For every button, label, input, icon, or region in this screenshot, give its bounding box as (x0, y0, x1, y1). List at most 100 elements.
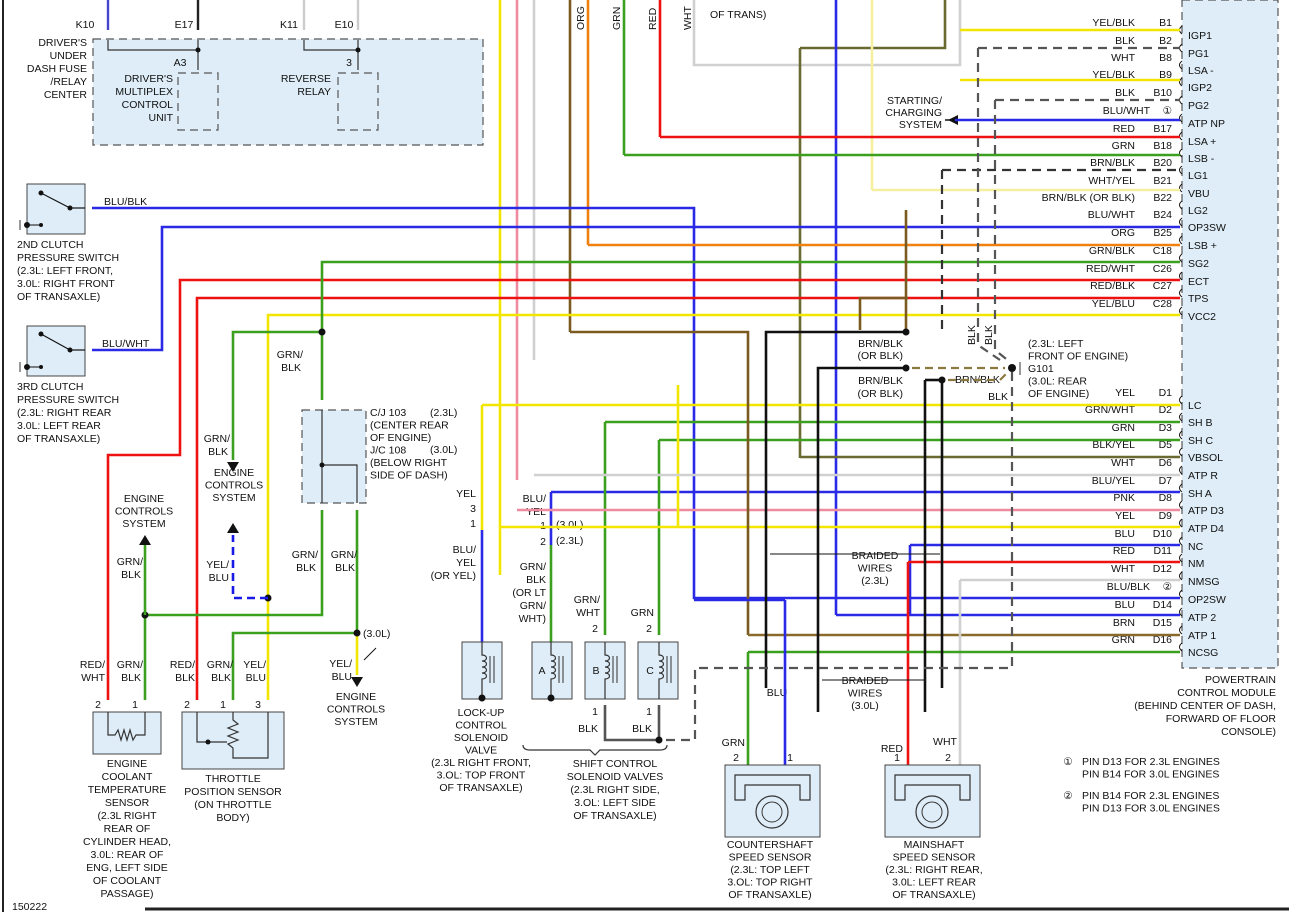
wire-label-yel-blu: YEL/ (243, 659, 266, 671)
pin-label: D14 (1153, 599, 1172, 611)
ect-desc: TEMPERATURE (88, 784, 167, 796)
pin-label: 1 (470, 518, 476, 530)
pin-label: ② (1163, 581, 1173, 593)
wire-label-grn-wht: GRN/ (574, 594, 600, 606)
pcm-terminal: NM (1188, 558, 1204, 570)
connector-icon (1179, 430, 1183, 440)
wire-label: BLU/BLK (1107, 581, 1150, 593)
pcm-terminal: OP2SW (1188, 594, 1226, 606)
ect-desc: CYLINDER HEAD, (83, 836, 171, 848)
connector-icon (1179, 642, 1183, 652)
pcm-name-line: POWERTRAIN (1205, 674, 1276, 686)
wire-label-grn-blk: GRN/ (207, 659, 233, 671)
mpcu-name: UNIT (149, 112, 174, 124)
pin-label: 2 (95, 699, 101, 711)
wire-label-blu-wht: BLU/WHT (102, 338, 150, 350)
wire-label: RED/WHT (1086, 263, 1136, 275)
g101-label: G101 (1028, 363, 1054, 375)
pin-k11: K11 (280, 19, 298, 31)
pin-label: B22 (1153, 192, 1172, 204)
pin-label: 2 (540, 536, 546, 548)
pin-label: 2 (646, 623, 652, 635)
note-line: PIN D13 FOR 2.3L ENGINES (1082, 756, 1220, 768)
connector-icon (1179, 553, 1183, 563)
wire-label-grn-blk: BLK (526, 574, 546, 586)
wire-label: BLK (1115, 35, 1135, 47)
ect-desc: ENGINE (107, 758, 147, 770)
countershaft-desc: COUNTERSHAFT (727, 839, 814, 851)
lockup-desc: 3.OL: TOP FRONT (437, 770, 526, 782)
pcm-terminal: SG2 (1188, 258, 1209, 270)
pin-label: D6 (1159, 457, 1173, 469)
wire-label-grn-blk: GRN/ (292, 549, 318, 561)
pcm-terminal: VBSOL (1188, 452, 1223, 464)
pin-label: D1 (1159, 387, 1173, 399)
wire-label-grn-blk: BLK (335, 562, 355, 574)
wire-label-blu-yel: (OR YEL) (431, 570, 476, 582)
g101-label: OF ENGINE) (1028, 388, 1089, 400)
wire-label-grn-blk: BLK (121, 672, 141, 684)
wire-label-grn-blk: BLK (121, 569, 141, 581)
wire-label-blk: BLK (966, 325, 978, 345)
pcm-terminal: LG1 (1188, 170, 1208, 182)
engine-controls-label: CONTROLS (205, 480, 263, 492)
relay-name: REVERSE (281, 73, 331, 85)
pin-label: B18 (1153, 140, 1172, 152)
connector-icon (1179, 465, 1183, 475)
fuse-box (92, 38, 484, 146)
wire-label-grn-blk: GRN/ (117, 556, 143, 568)
pin-3: 3 (346, 57, 352, 69)
diagram-id: 150222 (12, 901, 47, 912)
arrow-down-icon (227, 462, 239, 472)
arrow-up-icon (227, 523, 239, 533)
wire-label: WHT (1111, 563, 1135, 575)
pin-label: 1 (646, 706, 652, 718)
wire-label: RED (1113, 545, 1136, 557)
countershaft-desc: (2.3L: TOP LEFT (730, 864, 810, 876)
switch-3rd-desc: 3RD CLUTCH (17, 381, 84, 393)
g101-label: (3.0L: REAR (1028, 376, 1087, 388)
pin-label: B1 (1159, 17, 1172, 29)
wire-label: WHT (1111, 457, 1135, 469)
wire-label-grn-blk: BLK (296, 562, 316, 574)
countershaft-desc: OF TRANSAXLE) (728, 889, 811, 901)
connector-icon (1179, 447, 1183, 457)
arrow-up-icon (139, 535, 151, 545)
connector-icon (1179, 589, 1183, 599)
braided-label: BRAIDED (852, 550, 899, 562)
valve-label-b: B (592, 665, 599, 677)
engine-note: (3.0L) (556, 519, 583, 531)
pin-label: C18 (1153, 245, 1172, 257)
pin-k10: K10 (76, 19, 95, 31)
pin-label: 1 (132, 699, 138, 711)
pcm-terminal: OP3SW (1188, 222, 1226, 234)
shift-solenoid-b: B (584, 641, 626, 700)
engine-controls-label: CONTROLS (115, 506, 173, 518)
wire-label-red: RED (881, 743, 904, 755)
connector-icon (1179, 483, 1183, 493)
fuse-box-name: DRIVER'S (38, 37, 87, 49)
wire-label: RED/BLK (1090, 280, 1135, 292)
pin-label: B21 (1153, 175, 1172, 187)
countershaft-desc: SPEED SENSOR (729, 852, 812, 864)
engine-note: (2.3L) (556, 535, 583, 547)
lockup-desc: VALVE (465, 745, 497, 757)
wire-label-blk: BLK (988, 391, 1008, 403)
note-line: PIN D13 FOR 3.0L ENGINES (1082, 803, 1220, 815)
engine-controls-label: ENGINE (124, 493, 164, 505)
wire-label-grn-blk: BLK (281, 362, 301, 374)
wire-label: YEL (1115, 387, 1135, 399)
pin-label: D5 (1159, 439, 1173, 451)
connector-icon (1179, 518, 1183, 528)
ect-desc: REAR OF (104, 823, 151, 835)
note-line: PIN B14 FOR 3.0L ENGINES (1082, 769, 1219, 781)
switch-3rd-desc: 3.0L: LEFT REAR (17, 420, 101, 432)
braided-label: WIRES (858, 563, 892, 575)
braided-label: BRAIDED (842, 675, 889, 687)
wire-label: ORG (1111, 227, 1135, 239)
pcm-box (1181, 0, 1279, 669)
